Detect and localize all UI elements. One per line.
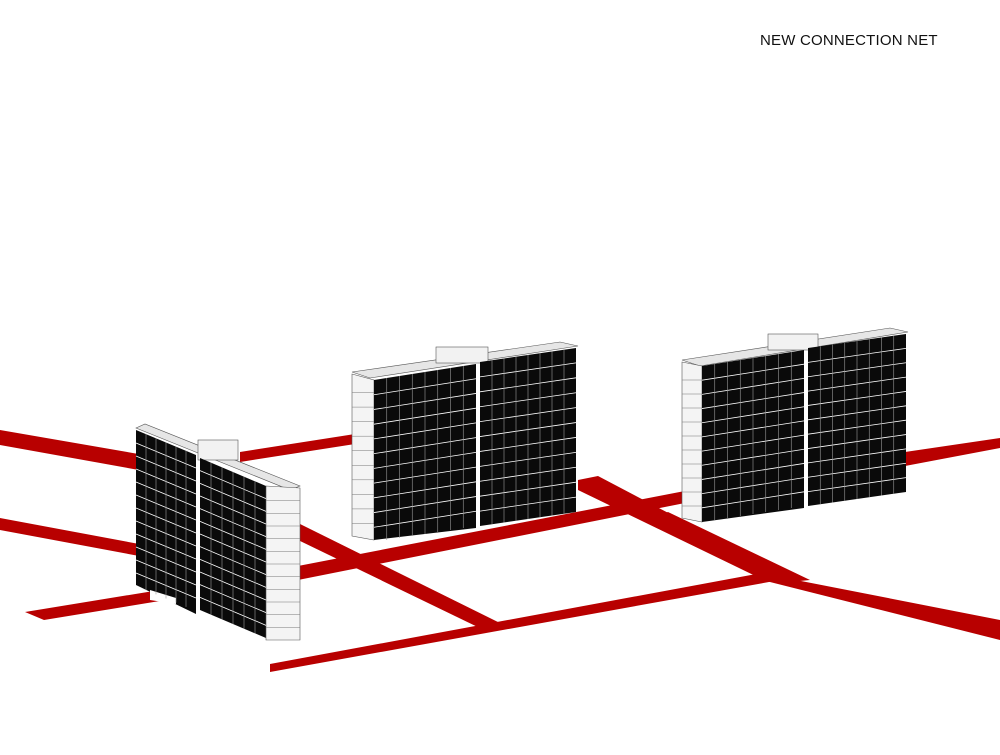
path-top-connector [240,434,355,462]
end-wall [351,373,375,541]
path-diagonal-a [298,523,506,632]
facade-grid [682,335,907,520]
end-wall [681,361,703,523]
diagram-title: NEW CONNECTION NET [760,32,938,49]
facade-grid [135,434,300,634]
roof-box [435,346,489,364]
path-center-long [298,490,690,580]
roof-box [197,439,239,461]
end-wall [265,485,301,641]
path-diagonal-d [650,512,810,582]
facade-grid [352,349,577,540]
path-left-lower [25,588,178,620]
path-bottom-long [270,570,780,672]
connection-net [0,430,1000,672]
building-left [135,423,301,641]
path-diagonal-c [745,570,1000,640]
ground-gap [150,590,176,604]
building-middle [351,341,579,541]
roof-box [767,333,819,351]
building-right [681,327,909,523]
path-left-upper [0,430,150,472]
path-right-tail [905,438,1000,466]
path-left-middle [0,518,150,558]
